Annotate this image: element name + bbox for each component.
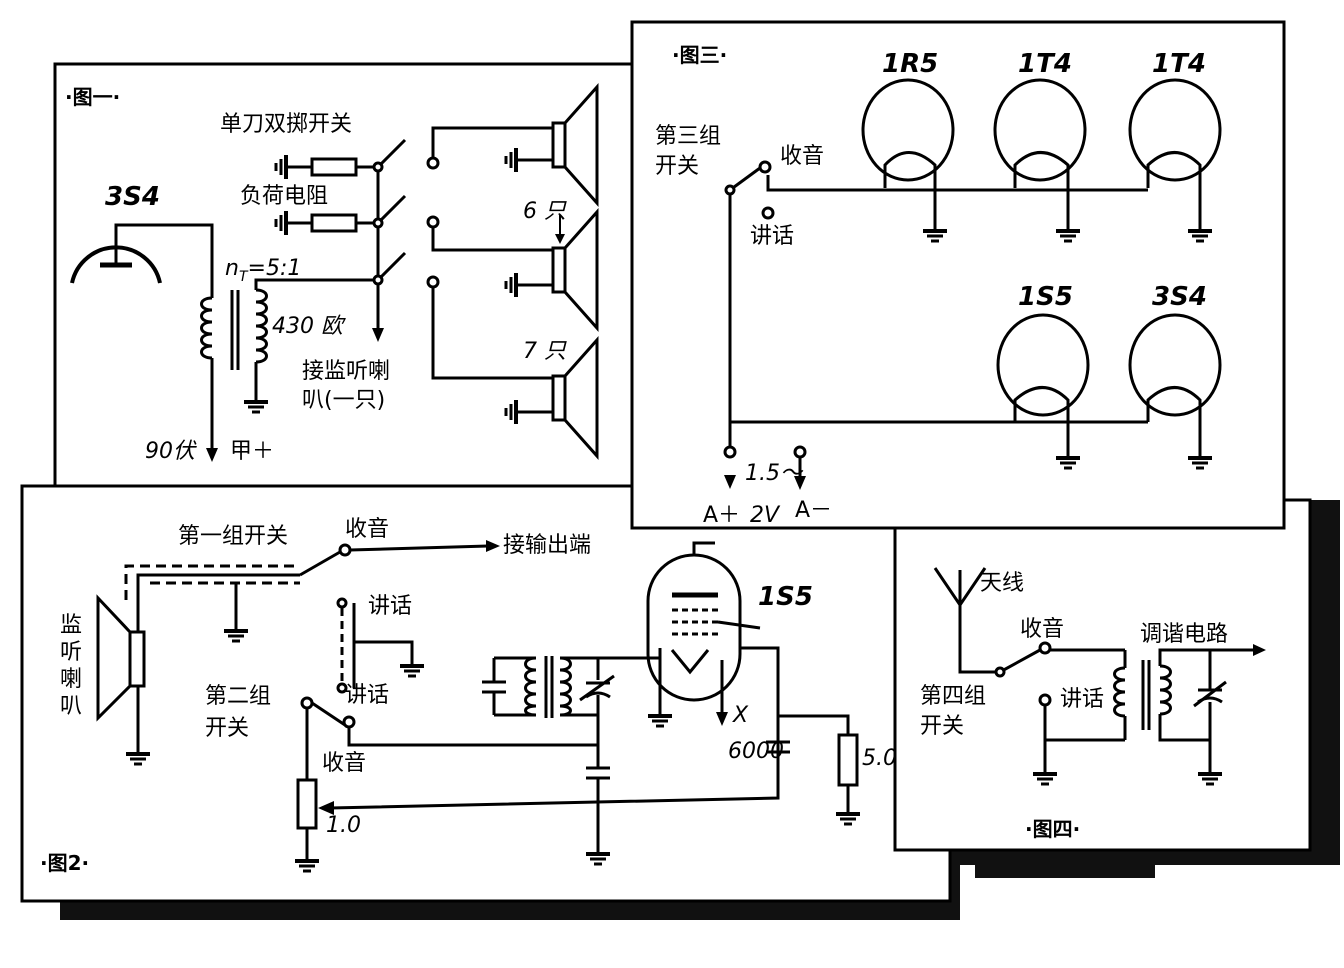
fig2-receive1-label: 收音 [345,517,389,542]
fig2-x-label: X [732,703,749,728]
fig1-ratio-sub: T [239,269,249,285]
fig3-tube-5-label: 3S4 [1152,282,1207,312]
fig2-tube [646,541,780,716]
fig3-volt-line1: 1.5～ [745,461,804,486]
fig3-volt-line2: 2V [750,503,781,528]
fig2-resistor [837,733,859,787]
fig2-switch2-line1: 第二组 [205,684,271,709]
fig1-switch-label: 单刀双掷开关 [220,112,352,137]
fig1-transformer [200,288,268,370]
fig2-r2-label: 1.0 [326,813,361,838]
fig4-talk-label: 讲话 [1060,687,1104,712]
figure-4-panel: ·图四· 天线 收音 调谐电路 第四组 开关 讲话 [893,498,1312,852]
fig3-tube-3-label: 1T4 [1152,49,1206,79]
fig4-switch-line2: 开关 [920,714,964,739]
fig1-monitor-line1: 接监听喇 [302,359,390,384]
figure-2-caption: ·图2· [40,851,89,875]
fig1-voltage-label: 90伏 [145,439,197,464]
fig1-ratio-label: nT=5:1 [225,256,301,285]
fig1-b-plus-label: 甲＋ [230,439,274,464]
fig3-tube-4-label: 1S5 [1018,282,1073,312]
fig3-tube-3 [1128,78,1222,182]
fig2-monitor-speaker [96,594,146,722]
fig3-talk-label: 讲话 [750,224,794,249]
fig2-monitor-char1: 监 [60,613,82,638]
fig4-receive-label: 收音 [1020,617,1064,642]
fig1-impedance-label: 430 欧 [272,314,346,339]
fig2-tube-label: 1S5 [758,582,813,612]
fig2-monitor-char4: 叭 [60,694,82,719]
fig3-a-plus-label: A＋ [703,503,740,528]
fig2-output-label: 接输出端 [503,533,591,558]
figure-1-panel: ·图一· 3S4 单刀双掷开关 负荷电阻 nT=5:1 430 欧 接监听喇 叭… [53,62,647,496]
figure-4-caption: ·图四· [1025,817,1080,841]
fig2-talk1-label: 讲话 [368,594,412,619]
figure-3-panel: ·图三· 1R5 1T4 1T4 1S5 3S4 第三组 开关 收音 讲话 A＋… [630,20,1286,530]
fig1-load-resistor-label: 负荷电阻 [240,184,328,209]
figure-1-caption: ·图一· [65,85,120,109]
fig3-tube-1 [861,78,955,182]
fig4-antenna-label: 天线 [980,571,1024,596]
fig3-tube-5 [1128,313,1222,417]
fig3-tube-4 [996,313,1090,417]
figure-2-panel: ·图2· 第一组开关 收音 接输出端 监 听 喇 叭 讲话 讲话 第二组 开关 … [20,484,952,903]
fig2-r1-label: 5.0 [862,746,897,771]
fig1-monitor-line2: 叭(一只) [302,388,385,413]
fig2-receive2-label: 收音 [322,751,366,776]
fig3-tube-1-label: 1R5 [882,49,938,79]
fig2-monitor-char3: 喇 [60,667,82,692]
fig2-talk2-label: 讲话 [345,683,389,708]
fig2-monitor-char2: 听 [60,640,82,665]
fig1-seven-label: 7 只 [523,339,567,364]
panel-shadow [975,860,1155,878]
fig2-tank-circuit [482,656,660,848]
fig4-tuning-label: 调谐电路 [1140,622,1228,647]
fig3-tube-2-label: 1T4 [1018,49,1072,79]
fig2-potentiometer [296,778,318,830]
fig1-ratio-n: n [225,256,239,281]
fig3-a-minus-label: A－ [795,498,832,523]
fig3-receive-label: 收音 [780,144,824,169]
fig3-switch-line1: 第三组 [655,124,721,149]
figure-3-caption: ·图三· [672,43,727,67]
fig1-ratio-value: =5:1 [248,256,302,281]
fig3-switch-line2: 开关 [655,154,699,179]
fig2-switch1-label: 第一组开关 [178,524,288,549]
fig2-switch2-line2: 开关 [205,716,249,741]
fig1-tube-label: 3S4 [105,182,160,212]
fig3-tube-2 [993,78,1087,182]
fig4-switch-line1: 第四组 [920,684,986,709]
